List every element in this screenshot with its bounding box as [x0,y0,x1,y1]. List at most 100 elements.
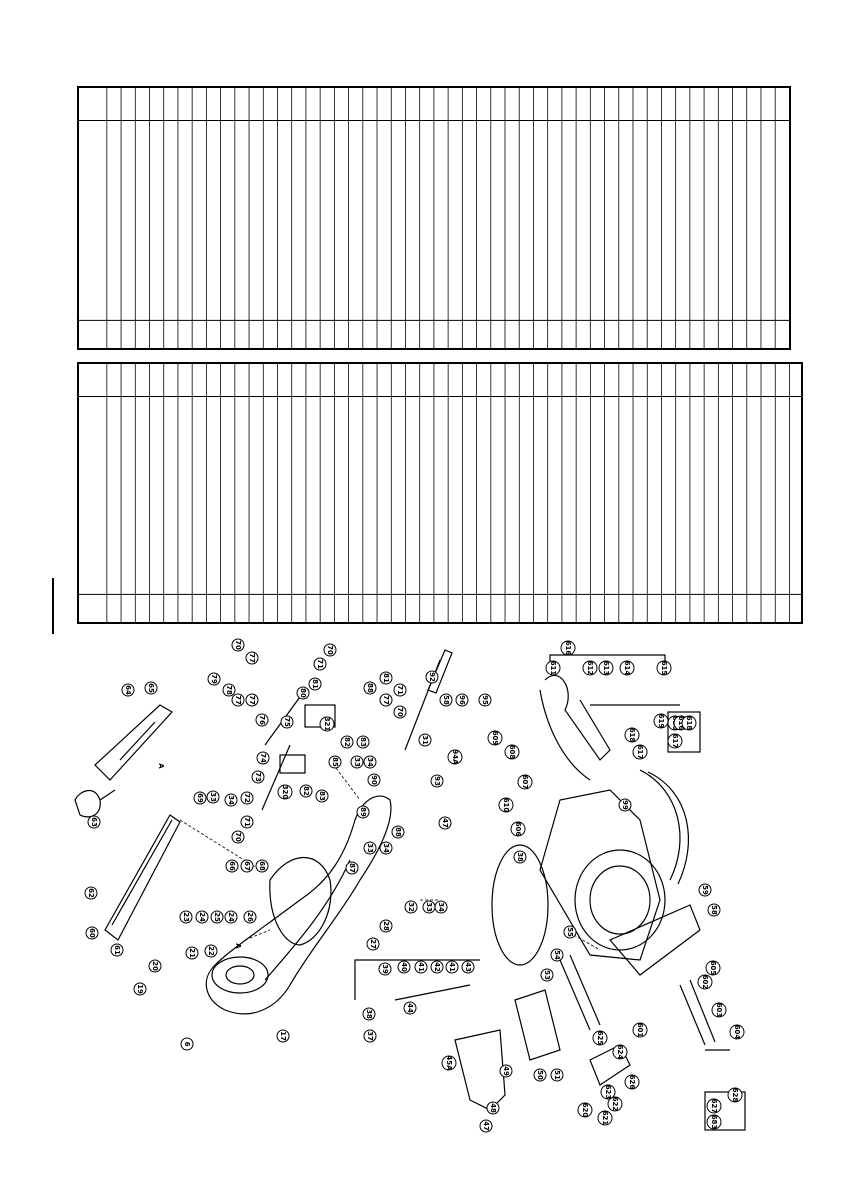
callout: 609 [487,730,503,746]
callout-circle [195,910,209,924]
callout-circle [607,1096,623,1112]
callout-number: 24 [198,912,206,922]
callout: 34 [379,841,393,855]
callout-circle [418,733,432,747]
callout-circle [340,735,354,749]
callout-circle [656,660,672,676]
callout: 96 [455,693,469,707]
callout-number: 34 [382,843,390,853]
callout-number: 81 [382,673,390,683]
callout-circle [245,693,259,707]
callout: 88 [363,681,377,695]
upper-handle [119,721,156,761]
callout-number: 612 [586,661,594,676]
parts-table-grid [79,88,789,348]
callout-number: 72 [243,793,251,803]
callout: 44 [403,1001,417,1015]
callout-number: 77 [248,695,256,705]
callout-number: 606 [514,822,522,837]
knob [74,790,101,818]
callout-circle [206,790,220,804]
callout-number: 93 [433,776,441,786]
rail [569,954,601,1026]
callout-number: 77 [234,695,242,705]
rail [559,959,591,1031]
callout-circle [148,959,162,973]
base-extension [609,904,701,976]
callout: 92 [425,670,439,684]
callout-circle [706,1114,722,1130]
callout: 39 [378,962,392,976]
callout-number: 42 [433,962,441,972]
callout-number: 605 [709,961,717,976]
callout: 94A [447,749,463,765]
callout-circle [430,774,444,788]
callout: 59 [698,883,712,897]
stop-part [589,1044,631,1086]
callout-circle [698,883,712,897]
callout-circle [632,1022,648,1038]
callout: 618 [624,727,640,743]
callout-number: 88 [366,683,374,693]
callout-number: 33 [366,843,374,853]
callout: 82 [340,735,354,749]
callout-circle [397,960,411,974]
callout-number: 74 [259,753,267,763]
callout: A [157,763,165,769]
table-plate [514,989,561,1061]
callout-circle [256,751,270,765]
callout: 614 [619,660,635,676]
arc-guard [647,771,690,885]
callout-number: 55 [566,927,574,937]
callout-number: 20 [151,961,159,971]
callout: 55 [563,925,577,939]
callout: 66 [225,859,239,873]
callout-number: 607 [521,775,529,790]
turntable [574,849,666,951]
callout: 605 [705,960,721,976]
callout: 40 [397,960,411,974]
fence-bar [679,984,706,1046]
callout-circle [231,638,245,652]
callout-number: 77 [382,695,390,705]
callout-circle [363,841,377,855]
callout: 95 [478,693,492,707]
callout-circle [363,1029,377,1043]
callout-number: 47 [441,818,449,828]
callout-circle [498,797,514,813]
callout: 69 [193,791,207,805]
callout: 620 [577,1102,593,1118]
callout: 28 [379,919,393,933]
callout: 19 [133,982,147,996]
callout: 683 [706,1114,722,1130]
callout: 77 [379,693,393,707]
callout-number: 603 [715,1003,723,1018]
callout: 50 [533,1068,547,1082]
callout: 70 [393,705,407,719]
callout: 619 [653,713,669,729]
group-bracket [354,959,480,1000]
callout-circle [110,943,124,957]
callout-number: 73 [254,772,262,782]
callout: 78 [222,683,236,697]
callout-circle [499,1064,513,1078]
callout-circle [144,681,158,695]
callout-number: 31 [421,735,429,745]
callout-circle [560,640,576,656]
callout-circle [624,727,640,743]
callout: 41 [414,960,428,974]
callout: 21 [185,946,199,960]
callout-circle [379,919,393,933]
callout-number: 33 [209,792,217,802]
guard [269,856,332,946]
lower-guard [454,1029,506,1111]
callout-number: 611 [549,661,557,676]
callout-number: 77 [248,653,256,663]
callout-number: 604 [733,1025,741,1040]
callout-circle [280,715,294,729]
callout: 87 [345,861,359,875]
callout-number: 41 [448,962,456,972]
callout-number: 43 [464,962,472,972]
callout: 20 [148,959,162,973]
